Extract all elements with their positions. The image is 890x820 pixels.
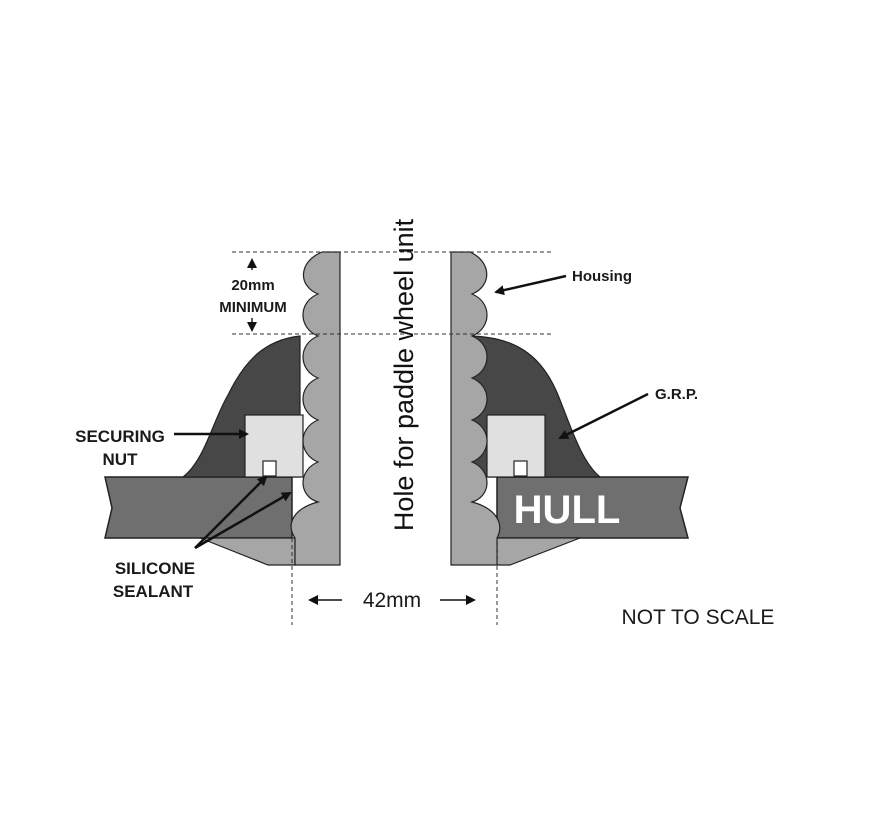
flange-right (496, 537, 581, 566)
securing-nut-label-2: NUT (103, 450, 139, 469)
flange-left (199, 537, 296, 566)
silicone-label-1: SILICONE (115, 559, 195, 578)
silicone-pointer-1 (194, 475, 268, 549)
min-word-label: MINIMUM (219, 299, 287, 316)
securing-nut-label-1: SECURING (75, 427, 165, 446)
grp-pointer (558, 392, 649, 440)
hull-label: HULL (514, 488, 621, 532)
housing-label: Housing (572, 268, 632, 285)
width-label: 42mm (363, 589, 421, 612)
hole-label: Hole for paddle wheel unit (389, 218, 419, 531)
grp-label: G.R.P. (655, 386, 698, 403)
silicone-pointer-2 (194, 491, 292, 550)
sealant-left (262, 460, 277, 477)
sealant-right (513, 460, 528, 477)
min-value-label: 20mm (231, 277, 274, 294)
housing-left (290, 251, 341, 566)
housing-pointer (494, 274, 567, 296)
scale-note: NOT TO SCALE (622, 606, 775, 629)
silicone-label-2: SEALANT (113, 582, 194, 601)
housing-right (450, 251, 501, 566)
